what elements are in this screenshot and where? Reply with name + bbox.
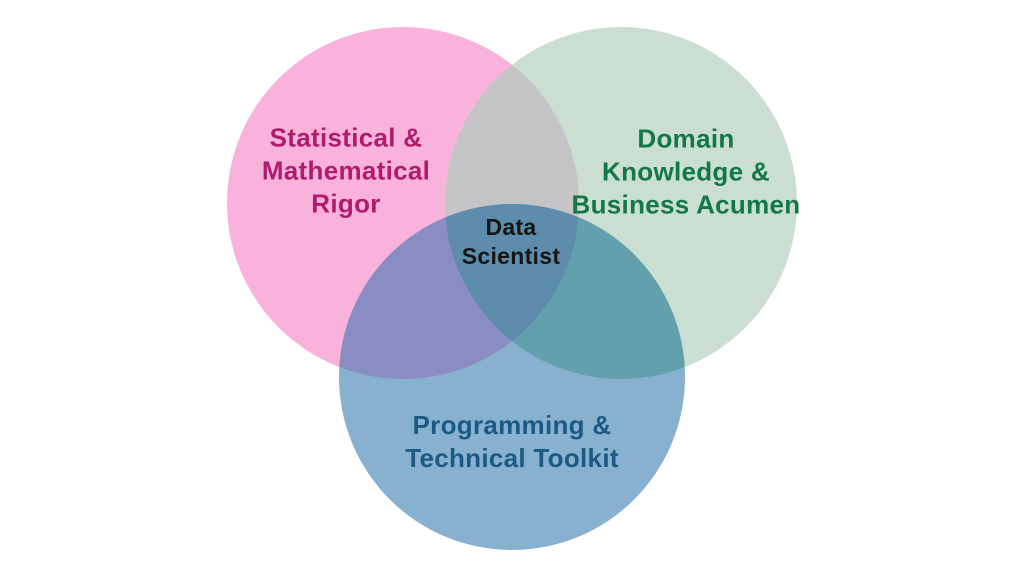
statistical-label: Statistical & Mathematical Rigor: [262, 122, 430, 221]
label-line: Statistical &: [269, 122, 423, 153]
label-line: Technical Toolkit: [405, 443, 619, 473]
label-line: Knowledge &: [602, 156, 770, 187]
domain-label: Domain Knowledge & Business Acumen: [572, 123, 801, 222]
label-line: Rigor: [311, 188, 381, 219]
label-line: Scientist: [461, 243, 561, 269]
label-line: Business Acumen: [571, 189, 801, 220]
label-line: Data: [485, 214, 537, 240]
label-line: Domain: [637, 123, 735, 154]
data-scientist-label: Data Scientist: [462, 213, 561, 271]
label-line: Mathematical: [261, 155, 431, 186]
programming-label: Programming & Technical Toolkit: [405, 409, 619, 475]
label-line: Programming &: [412, 410, 612, 440]
